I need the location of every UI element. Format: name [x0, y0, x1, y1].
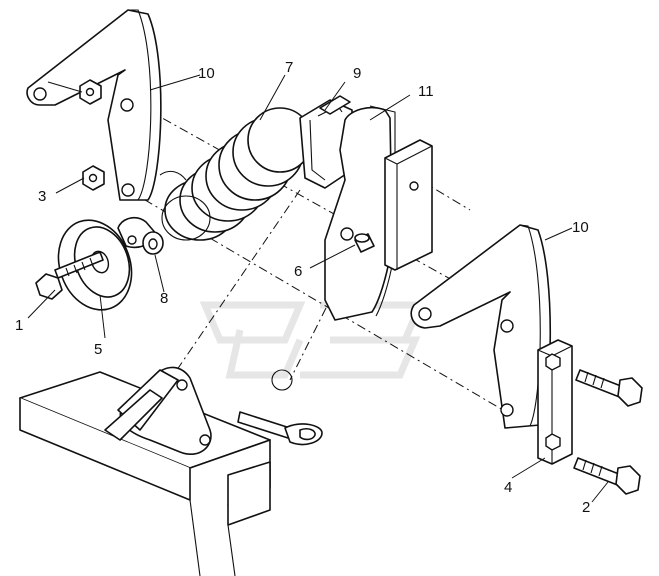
nut-upper [79, 79, 102, 105]
nut-lower [82, 165, 105, 191]
link-strap [537, 339, 573, 465]
right-bracket-plate [410, 224, 552, 429]
callout-1: 1 [15, 317, 23, 334]
callout-10-left: 10 [198, 65, 215, 82]
callout-7: 7 [285, 59, 293, 76]
callout-8: 8 [160, 290, 168, 307]
link-plate [384, 139, 433, 271]
bolt-left [35, 251, 104, 300]
bolt-right-upper [575, 369, 643, 407]
latch-pin [354, 233, 375, 253]
callout-4: 4 [504, 479, 512, 496]
torsion-spring [159, 107, 313, 241]
clevis-pin [237, 369, 323, 446]
bolt-right-lower [573, 457, 641, 495]
leader-lines [27, 74, 609, 503]
callout-3: 3 [38, 188, 46, 205]
bushing [117, 216, 164, 255]
left-bracket-plate [26, 9, 162, 201]
callout-9: 9 [353, 65, 361, 82]
logo-watermark [199, 301, 426, 379]
callout-11: 11 [418, 83, 434, 100]
callout-10-right: 10 [572, 219, 589, 236]
callout-5: 5 [94, 341, 102, 358]
washer-disc [57, 219, 133, 311]
callout-2: 2 [582, 499, 590, 516]
callout-6: 6 [294, 263, 302, 280]
hitch-bracket-assembly [19, 366, 271, 576]
latch-clip [299, 95, 353, 189]
